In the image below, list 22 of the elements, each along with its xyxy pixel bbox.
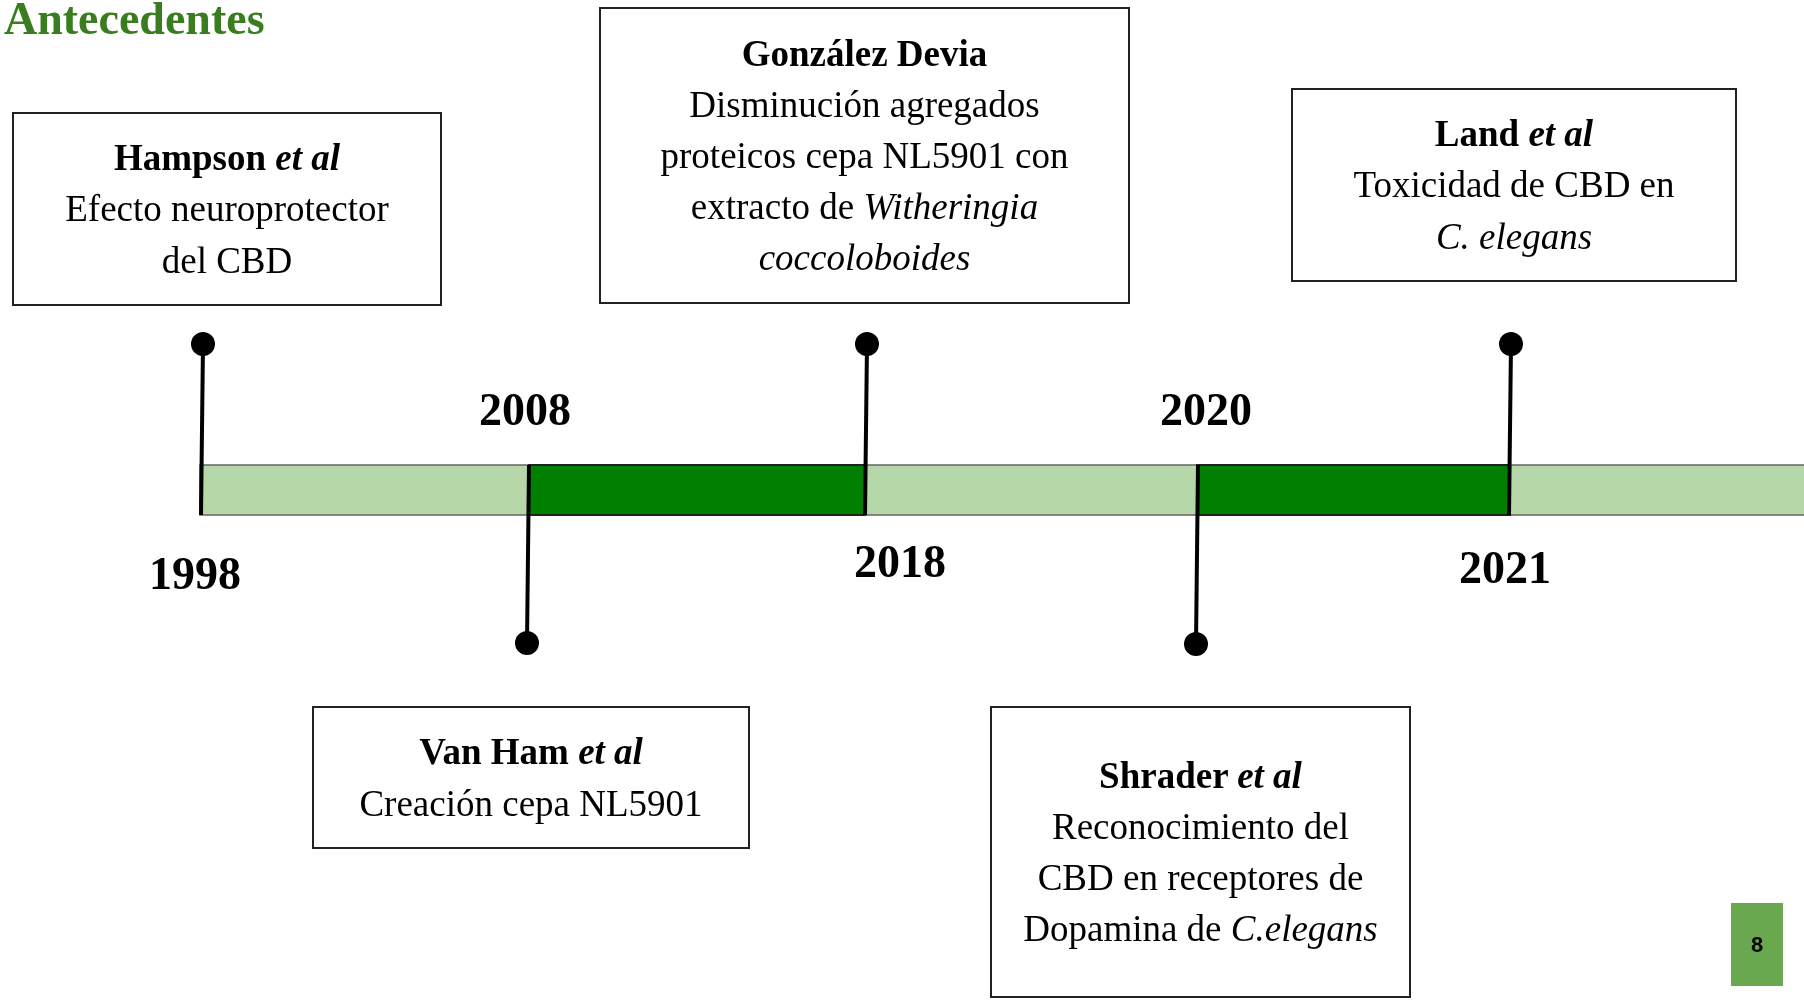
event-box (312, 706, 750, 849)
year-label: 2020 (1160, 383, 1252, 436)
event-box (599, 7, 1130, 304)
event-box (990, 706, 1411, 998)
year-label: 1998 (149, 547, 241, 600)
event-author: Hampson et al (113, 136, 341, 181)
event-description: Creación cepa NL5901 (359, 781, 703, 826)
event-box (1291, 88, 1737, 282)
slide-title: Antecedentes (4, 0, 265, 45)
event-description: Efecto neuroprotector del CBD (64, 187, 390, 283)
event-author: Shrader et al (1099, 753, 1302, 798)
year-label: 2021 (1459, 541, 1551, 594)
event-box (12, 112, 442, 306)
event-author: Land et al (1434, 112, 1594, 157)
event-author: Van Ham et al (419, 730, 643, 775)
event-author: González Devia (741, 31, 988, 76)
event-description: Disminución agregados proteicos cepa NL5901 con extracto de Witheringia coccoloboides (659, 82, 1070, 281)
event-description: Reconocimiento del CBD en receptores de Dopamina de C.elegans (1022, 804, 1379, 952)
page-number: 8 (1731, 903, 1783, 986)
event-description: Toxicidad de CBD en C. elegans (1352, 163, 1676, 259)
year-label: 2008 (479, 383, 571, 436)
year-label: 2018 (854, 535, 946, 588)
